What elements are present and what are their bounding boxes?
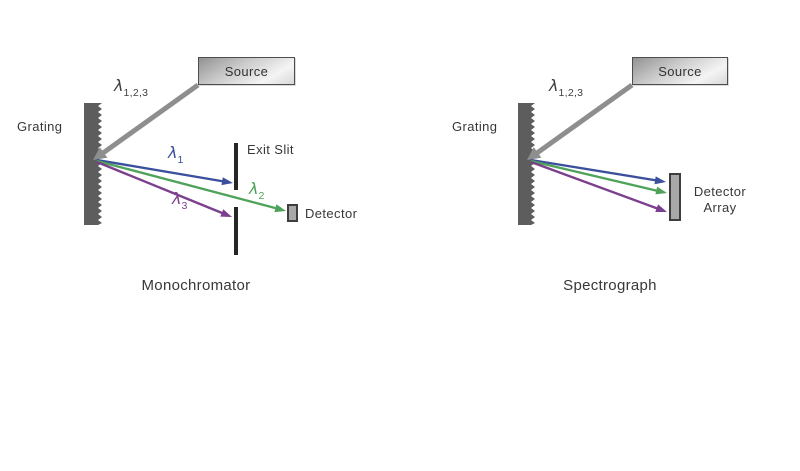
lambda-subscript: 1,2,3 [558, 87, 584, 99]
lambda2-ray-left [96, 159, 278, 210]
lambda-subscript: 2 [258, 190, 265, 202]
incident-arrowhead-right [527, 147, 542, 160]
grating-right [518, 103, 535, 225]
incident-ray-right [535, 82, 634, 156]
lambda-symbol: λ [114, 76, 124, 95]
monochromator-caption: Monochromator [141, 277, 251, 294]
grating-left [84, 103, 102, 225]
detector-array-line1: Detector [693, 184, 747, 199]
spectrograph-caption: Spectrograph [563, 277, 657, 294]
lambda-symbol: λ [249, 179, 259, 198]
incident-wavelengths-label: λ1,2,3 [114, 76, 148, 99]
lambda1-arrowhead-right [654, 176, 666, 185]
lambda3-arrowhead-left [220, 209, 232, 217]
exit-slit-bottom-bar [234, 207, 238, 255]
exit-slit-top-bar [234, 143, 238, 190]
detector-label: Detector [305, 206, 358, 221]
lambda-symbol: λ [172, 189, 182, 208]
lambda-symbol: λ [168, 143, 178, 162]
lambda1-ray-left [96, 158, 225, 183]
grating-label: Grating [17, 119, 63, 134]
lambda2-arrowhead-left [274, 204, 286, 213]
lambda1-ray-right [530, 158, 658, 182]
lambda3-ray-left [96, 160, 224, 215]
detector-array-line2: Array [703, 199, 737, 215]
source-label: Source [658, 63, 702, 79]
exit-slit-label: Exit Slit [247, 142, 294, 157]
lambda2-label: λ2 [249, 179, 265, 202]
lambda3-label: λ3 [172, 189, 188, 212]
detector-array-box [669, 173, 681, 221]
incident-wavelengths-label: λ1,2,3 [549, 76, 583, 99]
source-box: Source [632, 57, 728, 85]
grating-label: Grating [452, 119, 498, 134]
incident-arrowhead-left [93, 147, 108, 160]
incident-ray-left [101, 82, 200, 156]
lambda-subscript: 1 [177, 154, 184, 166]
lambda2-ray-right [530, 159, 659, 193]
lambda-subscript: 3 [181, 200, 188, 212]
detector-box [287, 204, 298, 222]
lambda1-arrowhead-left [221, 177, 233, 186]
detector-array-label: Detector Array [686, 184, 754, 215]
lambda3-arrowhead-right [655, 204, 667, 212]
lambda-subscript: 1,2,3 [123, 87, 149, 99]
lambda1-label: λ1 [168, 143, 184, 166]
source-box: Source [198, 57, 295, 85]
lambda3-ray-right [530, 160, 659, 210]
source-label: Source [224, 63, 269, 79]
lambda-symbol: λ [549, 76, 559, 95]
lambda2-arrowhead-right [655, 186, 667, 195]
